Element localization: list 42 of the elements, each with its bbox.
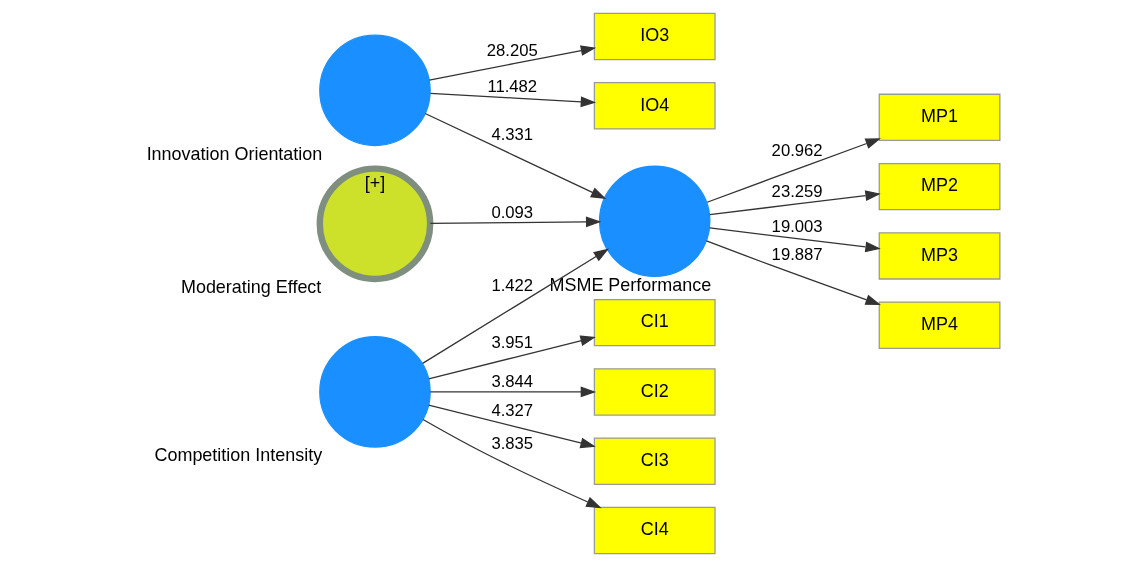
edge-label: 3.835 — [490, 433, 533, 453]
edge-label: 20.962 — [771, 141, 823, 161]
edge-label: 19.003 — [771, 217, 823, 237]
arrow — [429, 216, 601, 228]
node-box: MP2 — [878, 162, 1000, 211]
edge-label: 0.093 — [490, 202, 533, 222]
edge-label: 1.422 — [490, 276, 533, 296]
node-label: Innovation Orientation — [146, 143, 322, 164]
node-box: CI4 — [593, 506, 716, 555]
arrow — [427, 335, 596, 380]
arrow — [421, 418, 602, 509]
node-circle — [318, 336, 431, 448]
node-box: IO3 — [593, 12, 716, 61]
node-label: MSME Performance — [549, 274, 711, 295]
node-box: MP4 — [878, 301, 1000, 349]
node-box: IO4 — [593, 82, 716, 130]
arrow — [706, 138, 881, 203]
node-box: CI1 — [593, 298, 716, 347]
arrow — [429, 386, 596, 398]
arrow — [428, 45, 596, 81]
node-box: MP1 — [878, 93, 1000, 142]
edge-label: 28.205 — [486, 41, 538, 61]
edge-label: 11.482 — [486, 77, 537, 97]
edge-label: 4.331 — [490, 124, 533, 144]
arrow — [708, 227, 881, 253]
node-label: Competition Intensity — [153, 445, 322, 466]
arrow — [429, 92, 596, 108]
edge-label: 23.259 — [771, 182, 823, 202]
edge-label: 4.327 — [490, 400, 533, 420]
arrow — [421, 248, 609, 364]
edge-label: 19.887 — [771, 245, 823, 265]
arrow — [424, 112, 606, 199]
node-box: CI2 — [593, 368, 716, 416]
edge-label: 3.844 — [490, 372, 533, 392]
arrow — [705, 240, 881, 305]
node-circle — [318, 34, 431, 147]
edge-label: 3.951 — [490, 332, 533, 352]
arrow — [708, 190, 881, 216]
node-box: MP3 — [878, 232, 1000, 280]
node-circle — [598, 165, 710, 278]
arrow — [427, 404, 596, 449]
node-box: CI3 — [593, 437, 716, 485]
